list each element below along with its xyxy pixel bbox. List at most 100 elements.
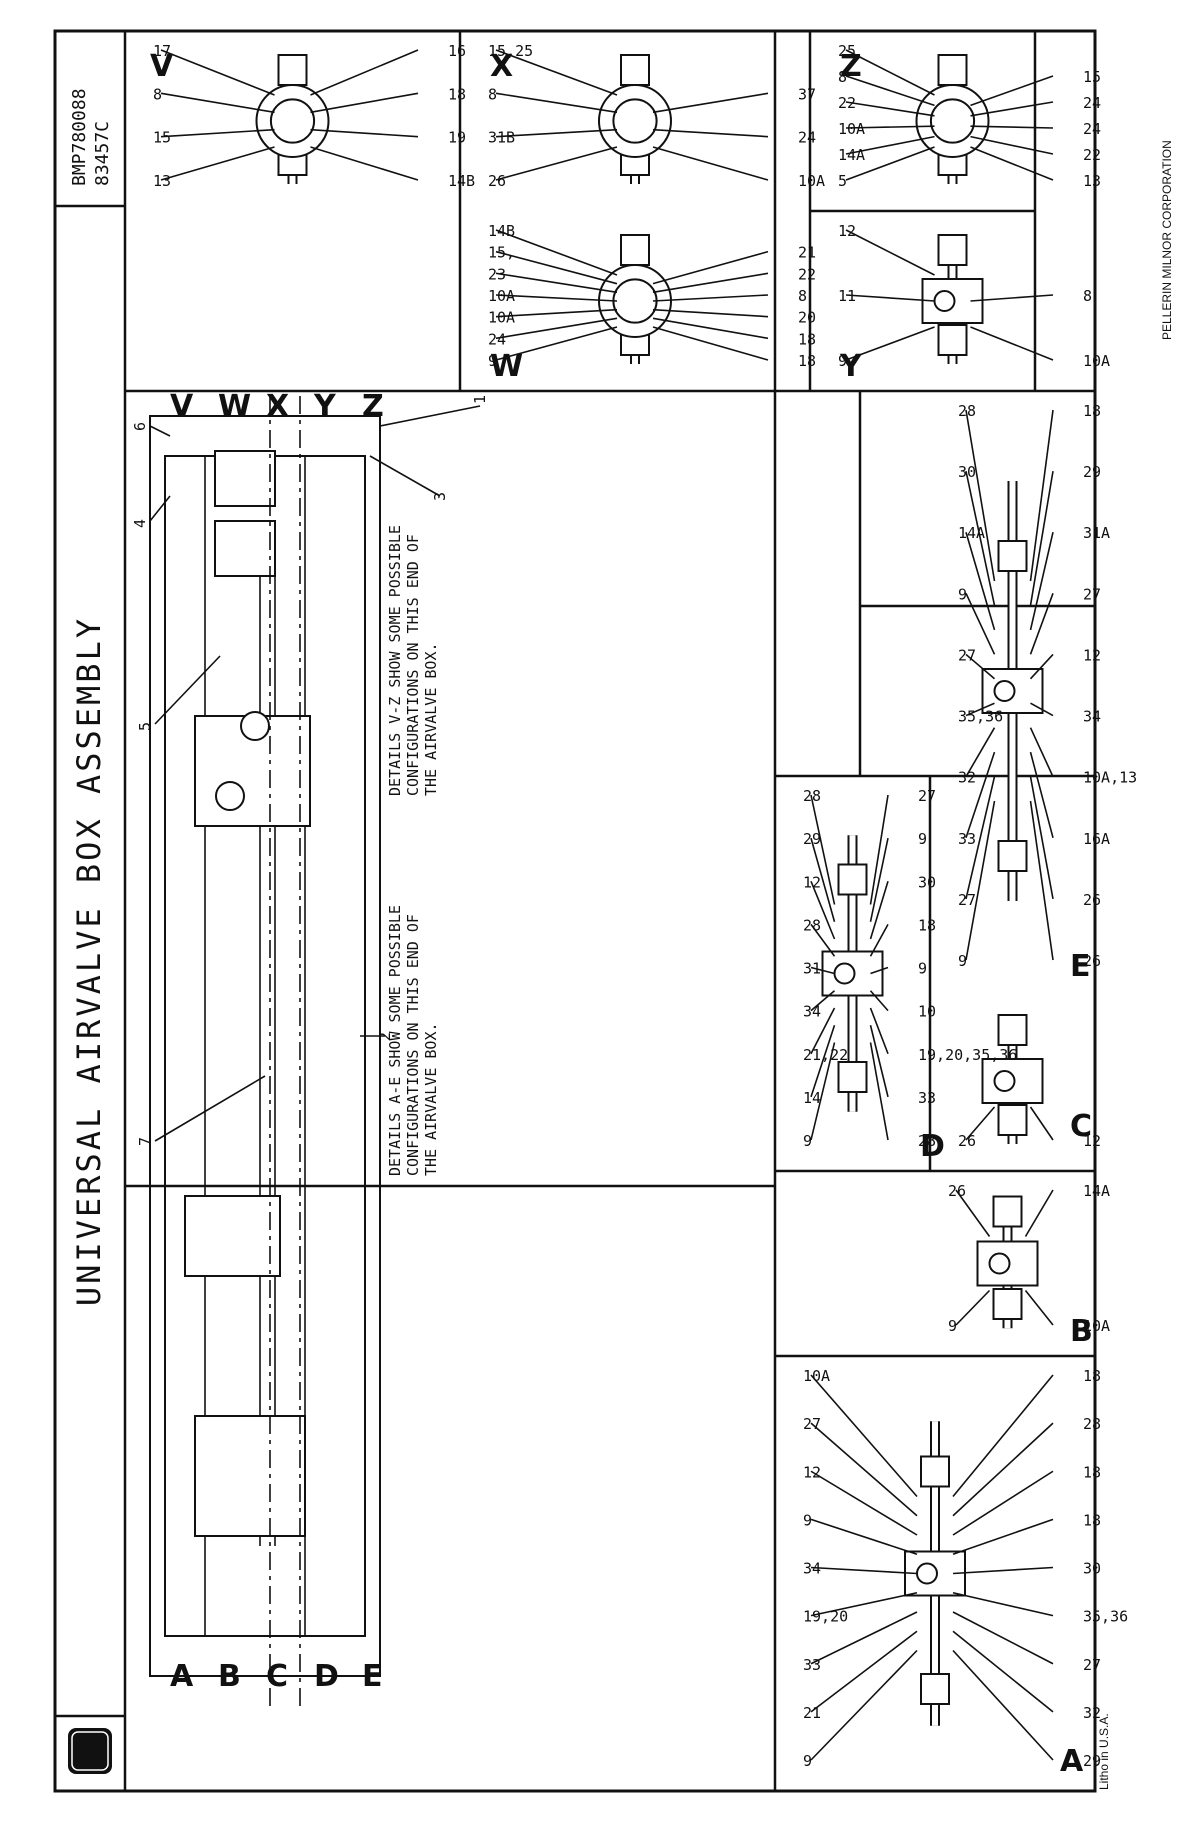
milnor-logo: [68, 1728, 112, 1774]
detail-z-callout: 10A: [838, 120, 865, 138]
detail-d-callout: 9: [803, 1132, 812, 1150]
detail-v-callout: 8: [153, 85, 162, 103]
detail-z-callout: 8: [838, 68, 847, 86]
detail-b-callout: 14A: [1083, 1182, 1110, 1200]
detail-w-callout: 20: [798, 309, 816, 327]
detail-a-callout: 10A: [803, 1367, 830, 1385]
detail-b: [976, 1195, 1039, 1329]
detail-d-callout: 18: [918, 916, 936, 934]
detail-e-callout: 26: [1083, 952, 1101, 970]
detail-e-callout: 31A: [1083, 524, 1110, 542]
detail-letter-A: A: [1060, 1744, 1084, 1779]
end-letter-left-C: C: [266, 1659, 288, 1694]
detail-a: [904, 1421, 966, 1726]
detail-z-callout: 13: [1083, 172, 1101, 190]
detail-w-callout: 18: [798, 330, 816, 348]
detail-w-callout: 18: [798, 352, 816, 370]
end-letter-left-A: A: [170, 1659, 194, 1694]
detail-y-callout: 11: [838, 287, 856, 305]
detail-d-callout: 28: [918, 1132, 936, 1150]
end-letter-left-D: D: [314, 1659, 339, 1694]
detail-w: [598, 234, 672, 364]
detail-y-callout: 9: [838, 352, 847, 370]
detail-letter-Z: Z: [840, 49, 862, 84]
detail-e-callout: 9: [958, 585, 967, 603]
detail-y: [921, 234, 984, 364]
detail-w-callout: 23: [488, 265, 506, 283]
detail-y-callout: 8: [1083, 287, 1092, 305]
detail-z-callout: 15: [1083, 68, 1101, 86]
detail-d-callout: 14: [803, 1089, 821, 1107]
doc-number: BMP780088: [69, 88, 90, 186]
end-letter-right-X: X: [266, 389, 289, 424]
detail-e-callout: 29: [1083, 463, 1101, 481]
detail-e-callout: 27: [1083, 585, 1101, 603]
detail-z-callout: 14A: [838, 146, 865, 164]
detail-v-callout: 14B: [448, 172, 475, 190]
detail-a-callout: 9: [803, 1752, 812, 1770]
end-letter-right-W: W: [218, 389, 251, 424]
detail-a-callout: 9: [803, 1511, 812, 1529]
detail-w-callout: 8: [798, 287, 807, 305]
detail-d-callout: 21,22: [803, 1046, 848, 1064]
detail-d: [821, 835, 884, 1112]
detail-e-callout: 9: [958, 952, 967, 970]
detail-a-callout: 28: [1083, 1415, 1101, 1433]
detail-e-callout: 27: [958, 891, 976, 909]
detail-x-callout: 24: [798, 129, 816, 147]
detail-z-callout: 24: [1083, 120, 1101, 138]
detail-e-callout: 33: [958, 830, 976, 848]
main-callout-7: 7: [136, 1137, 154, 1146]
detail-a-callout: 18: [1083, 1367, 1101, 1385]
detail-part-drawings: [255, 54, 1044, 1726]
detail-d-callout: 33: [918, 1089, 936, 1107]
main-callout-4: 4: [131, 519, 149, 528]
main-assembly-view: [149, 396, 381, 1706]
detail-b-callout: 9: [948, 1317, 957, 1335]
main-callout-1: 1: [471, 395, 489, 404]
detail-letter-X: X: [490, 49, 513, 84]
main-callout-3: 3: [431, 492, 449, 501]
outer-frame: [53, 29, 1097, 1793]
detail-letter-D: D: [920, 1129, 945, 1164]
detail-a-callout: 18: [1083, 1511, 1101, 1529]
detail-z-callout: 5: [838, 172, 847, 190]
detail-d-callout: 27: [918, 787, 936, 805]
detail-z-callout: 24: [1083, 94, 1101, 112]
detail-x-callout: 15,25: [488, 42, 533, 60]
detail-z-callout: 22: [1083, 146, 1101, 164]
detail-c: [981, 1014, 1044, 1144]
main-callouts: 1 2 3 4 5 6 7: [131, 395, 489, 1146]
detail-v-callout: 13: [153, 172, 171, 190]
detail-e: [981, 481, 1044, 901]
detail-v-callout: 19: [448, 129, 466, 147]
detail-a-callout: 34: [803, 1560, 821, 1578]
litho-note: Litho in U.S.A.: [1097, 1713, 1111, 1790]
doc-code: 83457C: [92, 121, 113, 186]
detail-x-callout: 8: [488, 85, 497, 103]
end-letter-right-Y: Y: [313, 389, 337, 424]
detail-y-callout: 10A: [1083, 352, 1110, 370]
end-letter-left-E: E: [362, 1659, 383, 1694]
end-letter-right-V: V: [170, 389, 194, 424]
detail-a-callout: 29: [1083, 1752, 1101, 1770]
detail-c-callout: 26: [958, 1132, 976, 1150]
end-letter-right-Z: Z: [362, 389, 384, 424]
drawing-title: UNIVERSAL AIRVALVE BOX ASSEMBLY: [70, 616, 108, 1306]
detail-e-callout: 28: [958, 402, 976, 420]
detail-v: [255, 54, 330, 184]
detail-d-callout: 9: [918, 960, 927, 978]
detail-letter-B: B: [1070, 1314, 1093, 1349]
detail-x: [598, 54, 672, 184]
detail-z: [915, 54, 990, 184]
detail-v-callout: 16: [448, 42, 466, 60]
detail-w-callout: 14B: [488, 222, 515, 240]
detail-e-callout: 10A,13: [1083, 769, 1137, 787]
detail-letter-C: C: [1070, 1109, 1092, 1144]
main-callout-6: 6: [131, 422, 149, 431]
detail-v-callout: 15: [153, 129, 171, 147]
